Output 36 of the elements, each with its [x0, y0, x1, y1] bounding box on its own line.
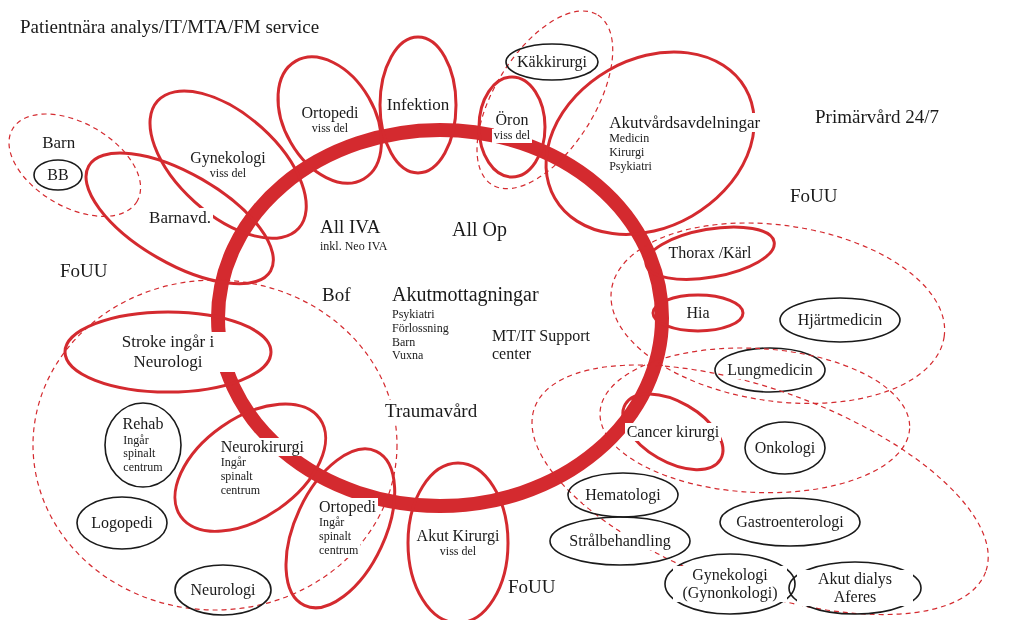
unit-ellipse — [503, 41, 601, 83]
unit-ellipse — [102, 400, 184, 490]
unit-name: Logopedi — [89, 513, 155, 533]
unit-name: Hjärtmedicin — [795, 310, 885, 330]
unit-ellipse — [786, 559, 924, 617]
department-ellipse — [650, 292, 746, 334]
unit-ellipse — [777, 295, 903, 345]
area-name: Primärvård 24/7 — [815, 106, 939, 128]
group-ellipse — [6, 110, 144, 220]
unit-name: Lungmedicin — [725, 360, 815, 380]
unit-ellipse — [172, 562, 274, 618]
heading-text: Patientnära analys/IT/MTA/FM service — [20, 16, 320, 38]
department-ellipse — [62, 309, 274, 395]
unit-ellipse — [662, 551, 798, 617]
unit-name: Gynekologi (Gynonkologi) — [672, 565, 788, 603]
department-ellipse — [642, 223, 778, 283]
unit-ellipse — [742, 419, 828, 477]
area-name: FoUU — [790, 185, 838, 207]
unit-ellipse — [74, 494, 170, 552]
unit-name: Öron — [493, 110, 531, 130]
area-name: FoUU — [60, 260, 108, 282]
area-name: FoUU — [508, 576, 556, 598]
unit-name: Akut Kirurgi — [414, 526, 502, 546]
unit-name: Onkologi — [752, 438, 818, 458]
unit-name: Gastroenterologi — [734, 512, 846, 532]
unit-ellipse — [712, 345, 828, 395]
unit-ellipse — [717, 495, 863, 549]
note-text: Ingår spinalt centrum — [317, 516, 361, 558]
unit-name: Käkkirurgi — [515, 52, 589, 72]
unit-name: Ortopedi — [299, 103, 361, 123]
unit-name: Akut dialys Aferes — [796, 569, 914, 607]
unit-ellipse — [31, 157, 85, 193]
unit-name: Strålbehandling — [567, 531, 673, 551]
unit-ellipse — [547, 514, 693, 568]
unit-name: Akutvårdsavdelningar — [607, 112, 763, 133]
unit-name: Neurologi — [188, 580, 258, 600]
